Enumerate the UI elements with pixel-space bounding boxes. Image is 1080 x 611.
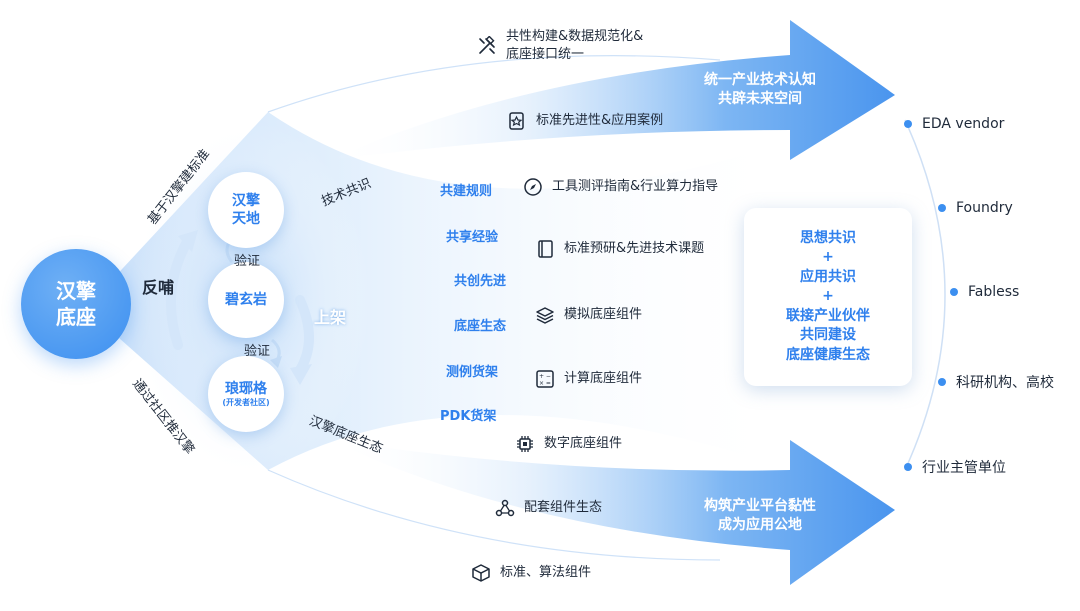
hub-circle: 汉擎 底座 (21, 249, 131, 359)
target-dot (904, 463, 912, 471)
consensus-line-6: 底座健康生态 (786, 346, 870, 363)
book-icon (534, 238, 556, 260)
chip-icon (514, 433, 536, 455)
svg-text:+ −: + − (539, 373, 551, 380)
item-6: 数字底座组件 (514, 433, 622, 455)
top-arrow-line2: 共辟未来空间 (718, 91, 802, 107)
top-arrow-text: 统一产业技术认知 共辟未来空间 (704, 71, 816, 109)
item-1-text: 标准先进性&应用案例 (536, 113, 664, 128)
node-bottom-label: 琅琊格 (225, 381, 267, 397)
target-3-text: 科研机构、高校 (956, 375, 1054, 391)
cube-icon (470, 562, 492, 584)
verify-label-bottom: 验证 (244, 344, 271, 359)
node-hanqing-tiandi: 汉擎 天地 (208, 172, 284, 248)
item-7: 配套组件生态 (494, 497, 602, 519)
target-4: 行业主管单位 (904, 457, 1006, 477)
feedback-label: 反哺 (142, 278, 175, 297)
item-4-text: 模拟底座组件 (564, 307, 643, 322)
target-arc (904, 119, 946, 471)
item-6-text: 数字底座组件 (544, 436, 623, 451)
category-2: 共创先进 (454, 274, 507, 289)
target-4-text: 行业主管单位 (922, 460, 1006, 476)
item-8-text: 标准、算法组件 (500, 565, 592, 580)
svg-text:× =: × = (539, 380, 551, 387)
item-3-text: 标准预研&先进技术课题 (564, 241, 705, 256)
target-1: Foundry (938, 200, 1013, 216)
consensus-line-4: 联接产业伙伴 (786, 307, 870, 324)
item-8: 标准、算法组件 (470, 562, 591, 584)
consensus-line-0: 思想共识 (800, 229, 856, 246)
consensus-box: 思想共识 + 应用共识 + 联接产业伙伴 共同建设 底座健康生态 (744, 208, 912, 386)
category-5: PDK货架 (440, 409, 497, 424)
target-2: Fabless (950, 284, 1019, 300)
node-langyage: 琅琊格 (开发者社区) (208, 356, 284, 432)
target-0: EDA vendor (904, 116, 1004, 132)
item-5-text: 计算底座组件 (564, 371, 643, 386)
target-0-text: EDA vendor (922, 116, 1005, 132)
feedback-arrow (165, 235, 193, 350)
target-dot (938, 378, 946, 386)
node-middle-label: 碧玄岩 (225, 292, 267, 308)
top-arrow (330, 20, 895, 160)
item-0-text: 共性构建&数据规范化& 底座接口统一 (506, 29, 644, 62)
verify-label-top: 验证 (234, 254, 261, 269)
category-4: 测例货架 (446, 365, 499, 380)
network-icon (494, 497, 516, 519)
target-dot (938, 204, 946, 212)
calculator-icon: + −× = (534, 368, 556, 390)
hub-line1: 汉擎 (56, 279, 96, 303)
consensus-line-2: 应用共识 (800, 268, 856, 285)
target-1-text: Foundry (956, 200, 1013, 216)
item-2-text: 工具测评指南&行业算力指导 (552, 179, 719, 194)
target-dot (950, 288, 958, 296)
category-1: 共享经验 (446, 230, 499, 245)
target-dot (904, 120, 912, 128)
category-3: 底座生态 (454, 319, 507, 334)
item-0: 共性构建&数据规范化& 底座接口统一 (476, 28, 643, 64)
consensus-line-3: + (822, 288, 834, 305)
target-3: 科研机构、高校 (938, 372, 1054, 392)
item-4: 模拟底座组件 (534, 304, 642, 326)
tools-icon (476, 35, 498, 57)
bottom-arrow-line1: 构筑产业平台黏性 (704, 498, 816, 514)
item-5: + −× = 计算底座组件 (534, 368, 642, 390)
target-2-text: Fabless (968, 284, 1020, 300)
layers-icon (534, 304, 556, 326)
node-bottom-sub: (开发者社区) (222, 398, 270, 407)
bottom-arrow-text: 构筑产业平台黏性 成为应用公地 (704, 497, 816, 535)
award-doc-icon (506, 110, 528, 132)
consensus-line-5: 共同建设 (800, 327, 856, 344)
item-2: 工具测评指南&行业算力指导 (522, 176, 718, 198)
publish-label: 上架 (314, 308, 347, 327)
publish-arrow (295, 295, 314, 375)
item-7-text: 配套组件生态 (524, 500, 603, 515)
consensus-line-1: + (822, 249, 834, 266)
top-arrow-line1: 统一产业技术认知 (704, 72, 816, 88)
bottom-arrow (330, 440, 895, 585)
compass-icon (522, 176, 544, 198)
item-1: 标准先进性&应用案例 (506, 110, 663, 132)
category-0: 共建规则 (440, 184, 493, 199)
node-top-line1: 汉擎 (232, 193, 260, 209)
item-3: 标准预研&先进技术课题 (534, 238, 704, 260)
node-bixuanyan: 碧玄岩 (208, 262, 284, 338)
hub-line2: 底座 (56, 305, 96, 329)
bottom-arrow-line2: 成为应用公地 (718, 517, 802, 533)
node-top-line2: 天地 (232, 211, 260, 227)
